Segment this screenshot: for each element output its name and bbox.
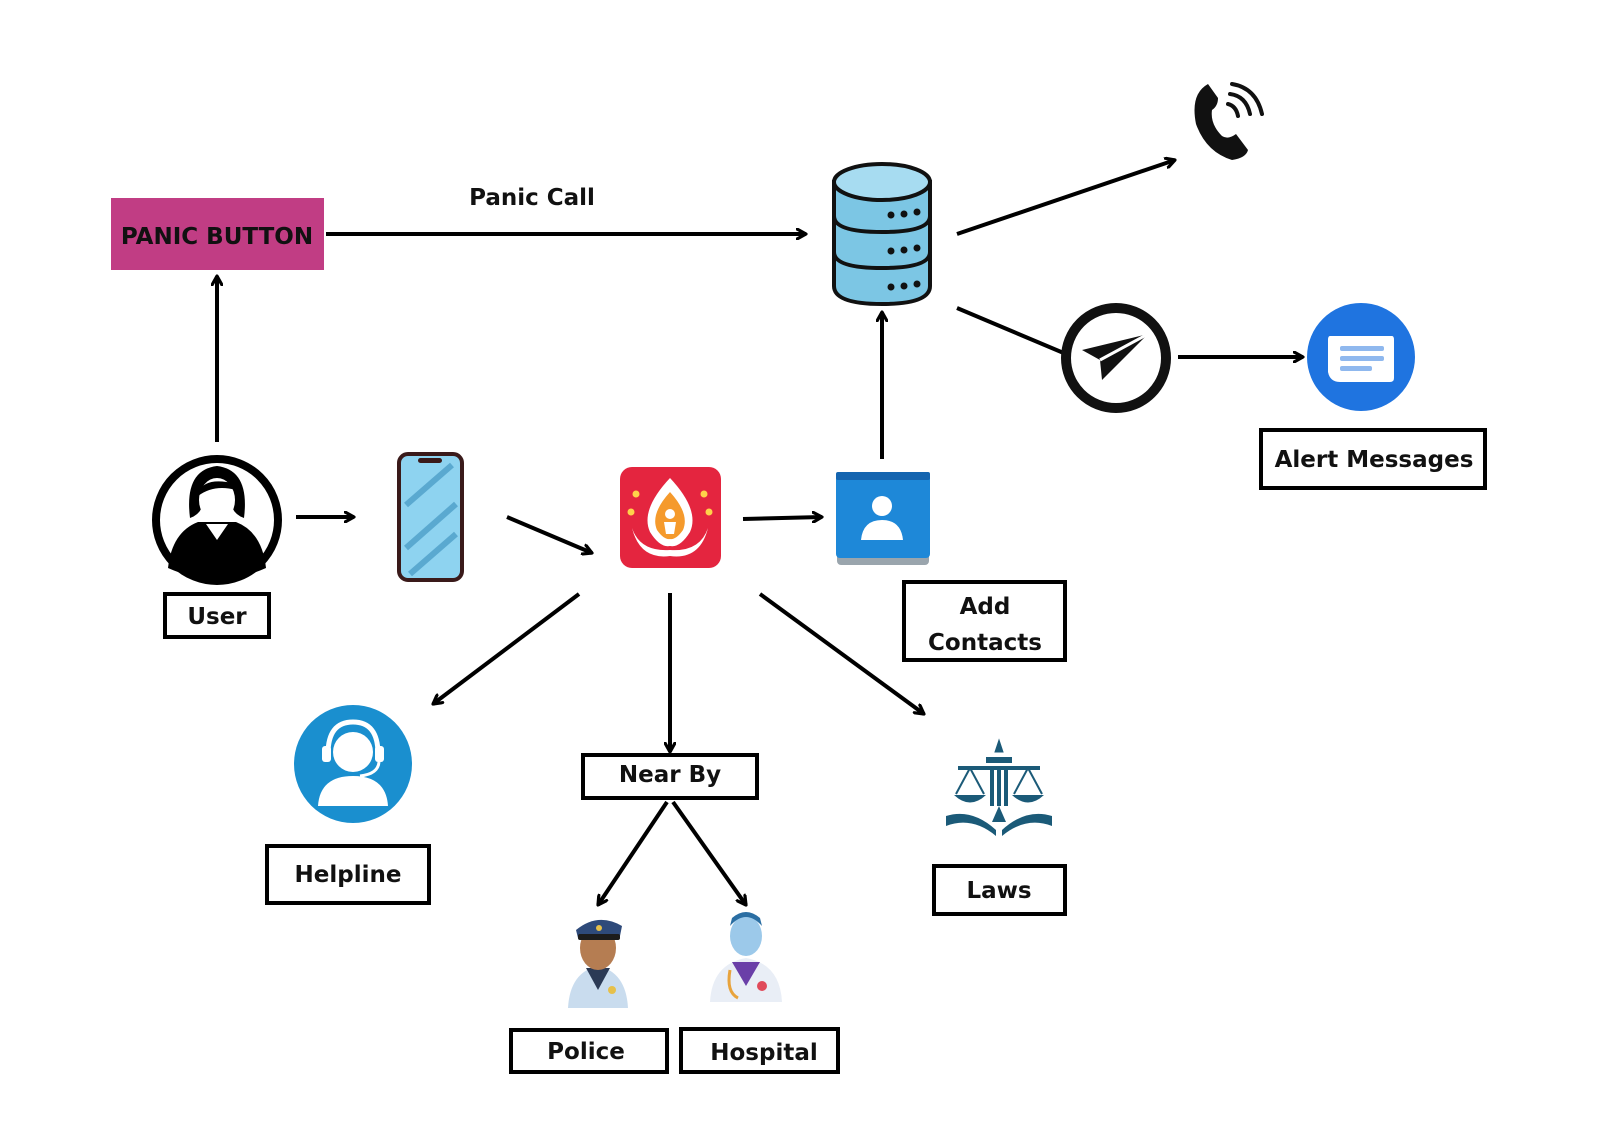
smartphone-icon (397, 452, 464, 582)
hospital-label: Hospital (710, 1040, 818, 1066)
helpline-label: Helpline (295, 862, 402, 888)
panic-button (111, 198, 324, 270)
laws-label-box (932, 864, 1067, 916)
headset-support-icon (294, 705, 412, 823)
laws-label: Laws (966, 878, 1031, 904)
police-label: Police (547, 1039, 625, 1065)
database-icon (832, 162, 932, 307)
safety-app-logo-icon (620, 467, 721, 568)
alert-messages-label: Alert Messages (1275, 447, 1474, 473)
arrows (217, 160, 1303, 905)
arrow-near-by-to-police (596, 800, 669, 905)
phone-call-icon (1194, 82, 1264, 160)
police-officer-icon (568, 919, 628, 1008)
chat-messages-icon (1307, 303, 1415, 411)
near-by-label: Near By (619, 762, 721, 788)
add-contacts-label-line1: Add (960, 594, 1011, 620)
add-contacts-label-box (902, 580, 1067, 662)
scales-of-justice-icon (946, 738, 1052, 836)
arrow-database-to-call (956, 160, 1175, 236)
panic-button-node: PANIC BUTTON (111, 198, 324, 270)
user-label-box (163, 592, 271, 639)
panic-call-label: Panic Call (469, 185, 595, 211)
arrow-phone-to-app (506, 515, 592, 553)
arrow-app-to-helpline (433, 592, 581, 704)
user-label: User (187, 604, 247, 630)
send-message-icon (1061, 303, 1171, 413)
panic-button-label: PANIC BUTTON (121, 224, 313, 250)
add-contacts-label-line2: Contacts (928, 630, 1042, 656)
arrow-app-to-contacts (742, 517, 822, 519)
user-avatar-icon (152, 455, 282, 585)
arrow-near-by-to-hospital (671, 800, 748, 905)
arrow-database-to-send (956, 306, 1067, 356)
helpline-label-box (265, 844, 431, 905)
contacts-book-icon (836, 472, 930, 565)
hospital-label-box (679, 1027, 840, 1074)
alert-messages-label-box (1259, 428, 1487, 490)
police-label-box (509, 1028, 669, 1074)
doctor-icon (710, 912, 782, 1002)
near-by-label-box (581, 753, 759, 800)
arrow-app-to-laws (758, 592, 924, 716)
